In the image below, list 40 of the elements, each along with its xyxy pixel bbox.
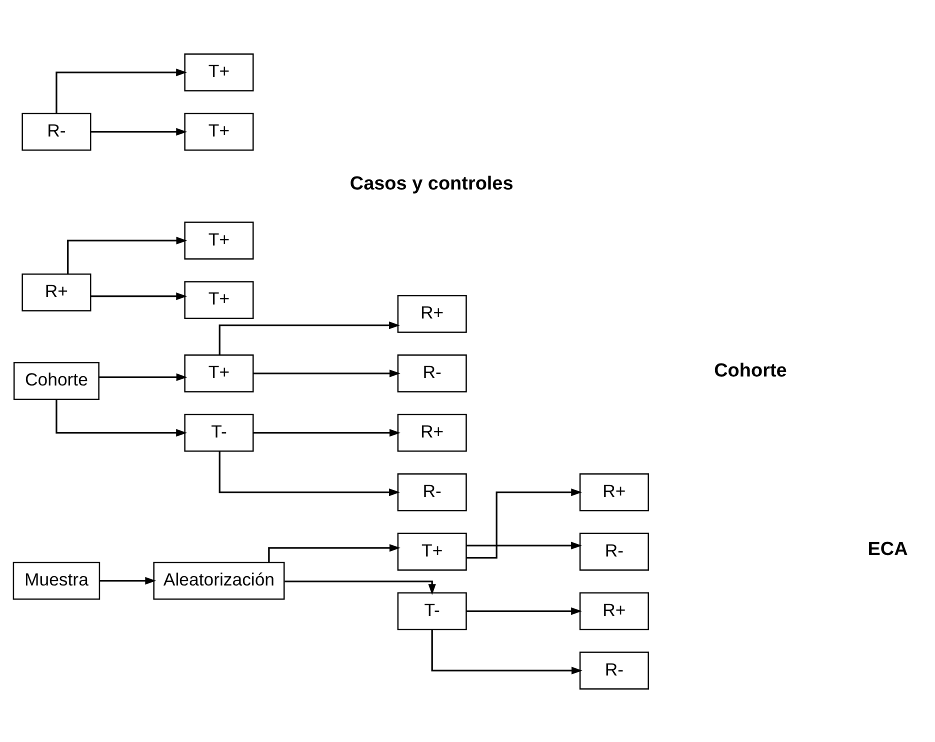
node-box: Muestra [12,561,100,600]
arrow [466,541,582,549]
node-box: Cohorte [13,362,100,400]
arrow [218,321,400,354]
arrow [284,580,436,594]
arrow [253,428,400,436]
node-box: R+ [22,272,92,311]
node-box: R- [22,112,92,150]
arrow [56,399,187,436]
arrow [90,128,188,136]
node-box: T+ [184,112,254,150]
arrow [99,372,188,380]
arrow [100,576,156,584]
node-box: T- [397,592,467,630]
arrow [67,236,188,274]
node-box: R+ [579,472,649,511]
label: Cohorte [714,360,787,382]
node-box: T+ [184,280,254,319]
label: Casos y controles [350,172,514,194]
arrow [253,369,400,377]
node-box: T+ [184,354,254,392]
node-box: R- [579,532,649,570]
node-box: R+ [397,294,467,332]
node-box: T- [184,413,254,452]
node-box: R+ [579,592,649,630]
arrow [90,292,188,300]
node-box: R+ [397,413,467,452]
arrow [56,68,187,113]
arrow [466,488,582,558]
label: ECA [868,538,908,560]
node-box: R- [579,651,649,690]
arrow [466,606,582,614]
node-box: T+ [184,52,254,91]
node-box: Aleatorización [153,561,285,600]
node-box: R- [397,472,467,511]
node-box: T+ [184,221,254,260]
arrow [218,450,400,496]
arrow [431,629,582,674]
node-box: T+ [397,532,467,570]
node-box: R- [397,354,467,392]
